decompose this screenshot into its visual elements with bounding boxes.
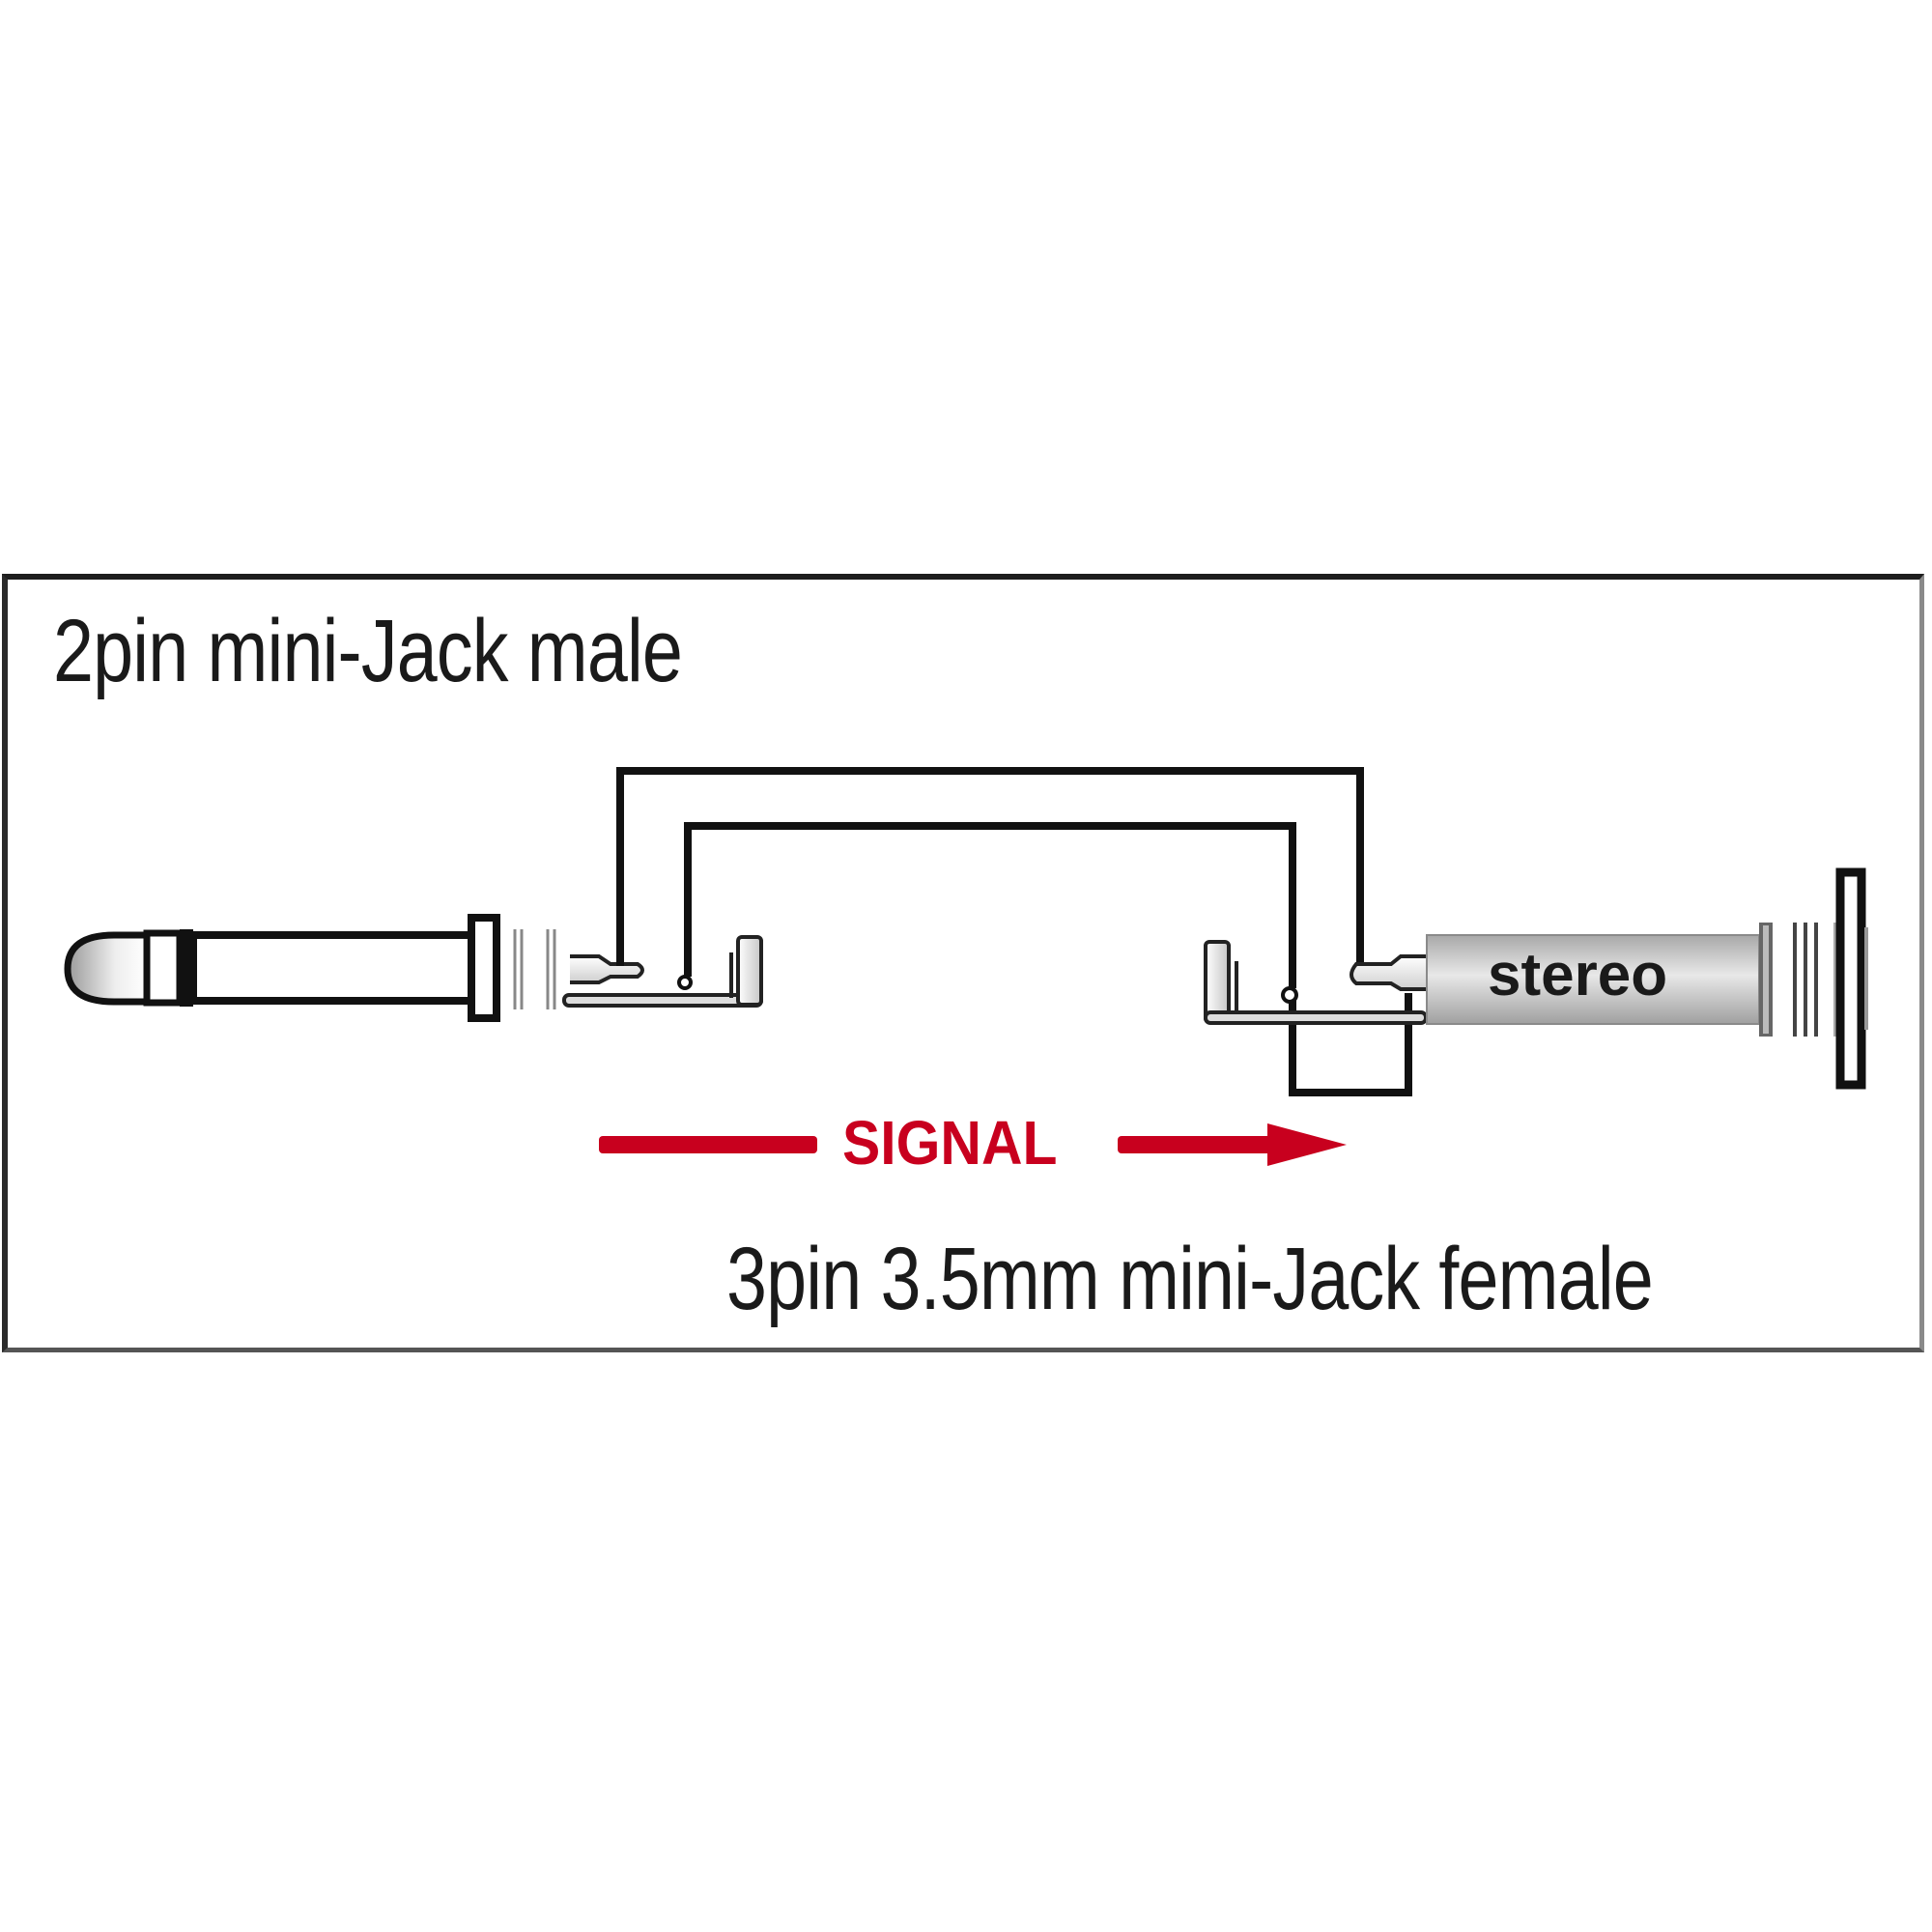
- male-terminals-icon: [562, 935, 763, 1008]
- male-connector-label: 2pin mini-Jack male: [53, 602, 683, 700]
- wire-bridge: [1289, 993, 1412, 1096]
- signal-arrow-icon: [599, 1123, 1347, 1166]
- stereo-label: stereo: [1488, 942, 1668, 1009]
- female-terminals-icon: [1204, 940, 1428, 1025]
- male-plug-icon: [64, 914, 556, 1022]
- wire-inner: [684, 822, 1296, 988]
- female-socket-icon: [1426, 867, 1868, 1090]
- wire-outer: [616, 767, 1364, 969]
- wires: [616, 767, 1412, 1096]
- female-connector-label: 3pin 3.5mm mini-Jack female: [726, 1230, 1654, 1328]
- signal-label: SIGNAL: [842, 1108, 1058, 1178]
